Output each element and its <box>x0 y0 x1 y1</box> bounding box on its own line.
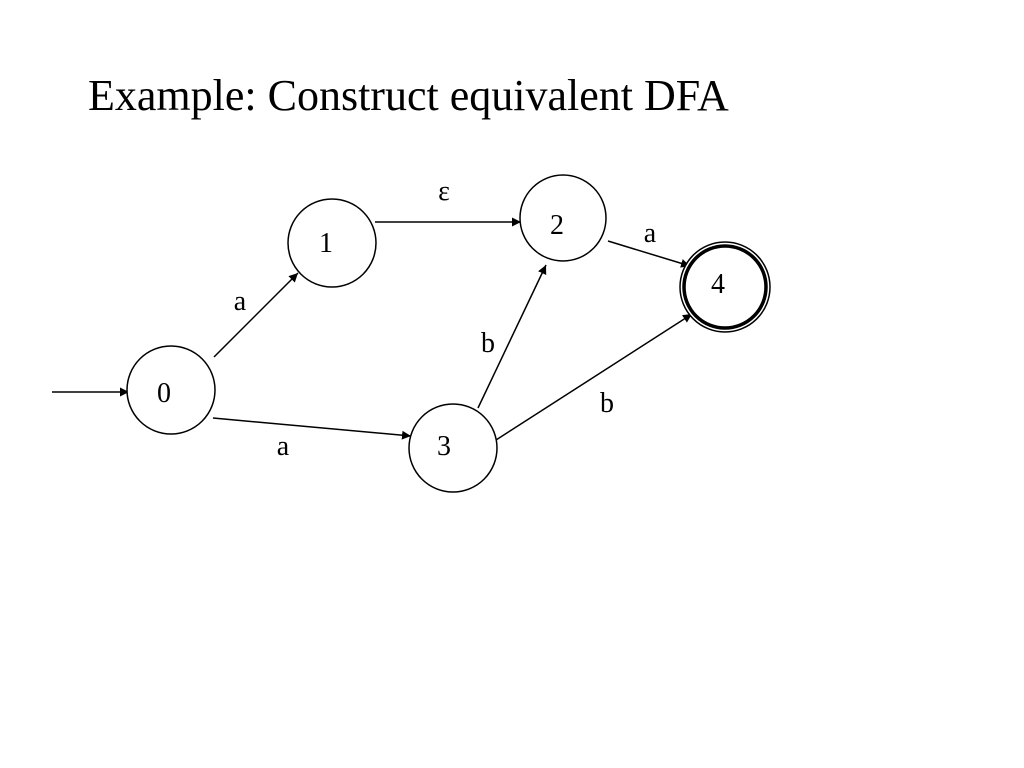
transition-3-2 <box>477 264 547 409</box>
transition-label-1-2: ε <box>438 176 450 207</box>
state-2: 2 <box>519 174 607 262</box>
state-label-2: 2 <box>550 210 564 241</box>
state-label-3: 3 <box>437 431 451 462</box>
transition-label-0-1: a <box>234 286 247 317</box>
state-label-0: 0 <box>157 378 171 409</box>
transition-3-4 <box>495 313 693 441</box>
transition-0-1 <box>213 272 299 358</box>
state-0: 0 <box>126 345 216 435</box>
state-label-4: 4 <box>711 269 725 300</box>
state-1: 1 <box>287 198 377 288</box>
slide-title: Example: Construct equivalent DFA <box>88 71 729 120</box>
state-label-1: 1 <box>319 228 333 259</box>
transition-label-3-4: b <box>600 388 614 419</box>
transition-label-3-2: b <box>481 328 495 359</box>
transition-2-4 <box>607 240 691 268</box>
transition-label-0-3: a <box>277 431 290 462</box>
transition-0-3 <box>212 417 412 440</box>
state-3: 3 <box>408 403 498 493</box>
transition-label-2-4: a <box>644 218 657 249</box>
state-4-accepting: 4 <box>679 241 771 333</box>
